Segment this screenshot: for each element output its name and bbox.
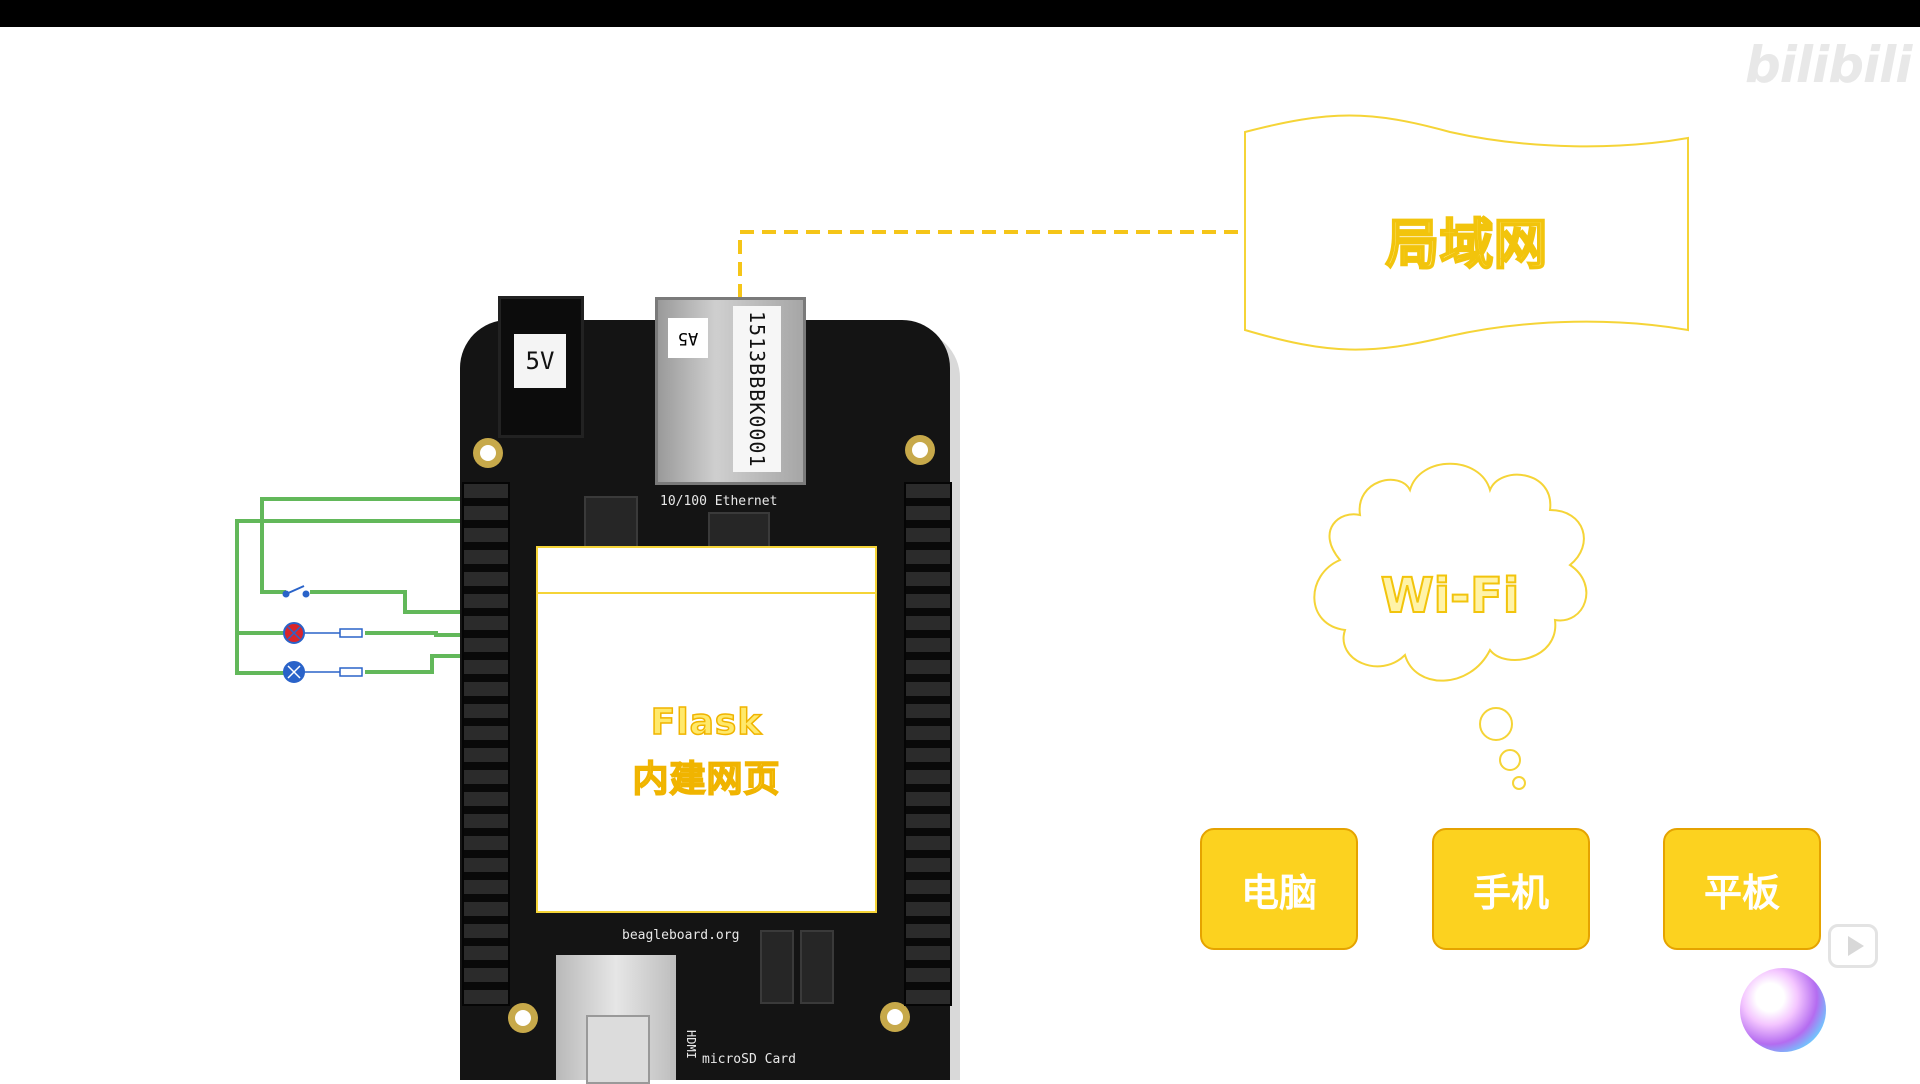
- header-p9: [462, 482, 510, 1006]
- bilibili-logo: bilibili: [1745, 36, 1912, 94]
- flask-box-divider: [536, 592, 877, 594]
- lan-label: 局域网: [1385, 212, 1549, 277]
- mount-hole: [905, 435, 935, 465]
- red-led-icon: [283, 622, 363, 644]
- ethernet-serial-label: 1513BBBK0001: [733, 306, 781, 472]
- chip: [800, 930, 834, 1004]
- flask-title: Flask: [650, 701, 763, 744]
- lan-banner-shape: [1244, 114, 1689, 351]
- chip: [760, 930, 794, 1004]
- flask-webpage-box: [536, 546, 877, 913]
- play-tv-icon[interactable]: [1828, 924, 1878, 968]
- top-black-bar: [0, 0, 1920, 27]
- wifi-cloud-shape: [1313, 462, 1588, 682]
- microsd-silk: microSD Card: [702, 1052, 796, 1067]
- resistor-icon: [339, 667, 363, 677]
- wire-3: [310, 590, 496, 614]
- header-p8: [904, 482, 952, 1006]
- blue-led-icon: [283, 661, 363, 683]
- switch-icon: [282, 585, 310, 598]
- mount-hole: [473, 438, 503, 468]
- hdmi-silk: HDMI: [684, 1030, 698, 1059]
- resistor-icon: [339, 628, 363, 638]
- device-computer-button[interactable]: 电脑: [1200, 828, 1358, 950]
- flask-subtitle: 内建网页: [632, 758, 781, 801]
- usb-host-port: [556, 955, 676, 1084]
- ethernet-silk: 10/100 Ethernet: [660, 494, 778, 509]
- device-phone-button[interactable]: 手机: [1432, 828, 1590, 950]
- wire-1: [260, 497, 496, 594]
- chip: [584, 496, 638, 548]
- lan-link-dashed: [738, 230, 1245, 298]
- device-tablet-button[interactable]: 平板: [1663, 828, 1821, 950]
- website-silk: beagleboard.org: [622, 928, 740, 943]
- wire-2: [235, 519, 496, 675]
- wifi-bubble-large: [1479, 707, 1513, 741]
- green-wires: [235, 497, 496, 675]
- mount-hole: [880, 1002, 910, 1032]
- ethernet-small-label: A5: [668, 318, 708, 358]
- wifi-bubble-medium: [1499, 749, 1521, 771]
- mascot-icon: [1740, 968, 1826, 1052]
- wifi-bubble-small: [1512, 776, 1526, 790]
- wifi-label: Wi-Fi: [1380, 567, 1521, 625]
- power-label: 5V: [514, 334, 566, 388]
- mount-hole: [508, 1003, 538, 1033]
